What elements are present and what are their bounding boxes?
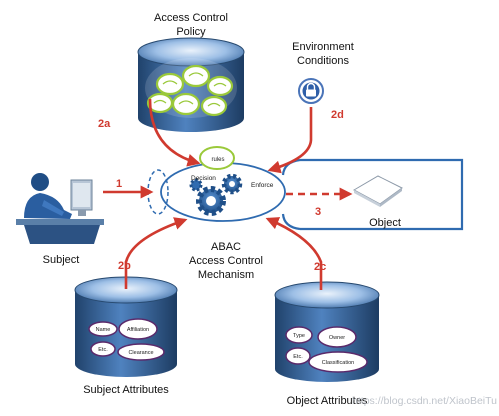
subject-attr-etc: Etc. [98,347,108,353]
abac-label-line2: Access Control [189,255,263,267]
object-attr-oval [317,326,357,348]
policy-label-line1: Access Control [154,12,228,24]
subject-attributes-db: Name Affiliation Etc. Clearance [74,276,178,377]
step-2c-label: 2c [314,261,326,273]
step-2b-label: 2b [118,260,131,272]
abac-mechanism: rules Decision Enforce [147,146,286,222]
policy-label-line2: Policy [176,26,206,38]
enforce-label: Enforce [251,182,274,189]
policy-rule-icons [146,64,234,117]
object-attr-oval [308,351,368,373]
abac-label-line3: Mechanism [198,269,254,281]
subject-label: Subject [43,254,80,266]
step-2d-label: 2d [331,109,344,121]
object-attributes-db: Type Owner Etc. Classification [274,281,380,382]
subject-attr-oval [117,343,165,361]
step-2a-label: 2a [98,118,111,130]
rules-label: rules [211,157,224,163]
object-attr-type: Type [293,333,305,339]
step-3-label: 3 [315,206,321,218]
subject-attributes-label: Subject Attributes [83,384,169,396]
abac-label-line1: ABAC [211,241,241,253]
env-label-line1: Environment [292,41,354,53]
small-gear-icon [189,178,203,192]
subject-attr-name: Name [96,327,111,333]
subject-user-icon [16,173,104,244]
object-attr-oval [285,347,311,365]
object-attr-owner: Owner [329,335,345,341]
environment-lock-icon [298,78,324,104]
access-control-policy-db [137,37,245,132]
arrow-2a [148,98,201,167]
subject-attr-affiliation: Affiliation [127,327,149,333]
decision-label: Decision [191,175,216,182]
subject-attr-oval [90,341,116,357]
object-document-icon [352,175,403,207]
object-attributes-label: Object Attributes [287,395,368,407]
watermark-text: https://blog.csdn.net/XiaoBeiTu [352,395,497,407]
decision-gear-icon [196,186,226,216]
object-attr-etc: Etc. [293,354,303,360]
object-attr-oval [285,326,313,344]
env-label-line2: Conditions [297,55,349,67]
arrow-2d [267,107,313,174]
object-attr-classification: Classification [322,360,354,366]
enforce-gear-icon [221,173,243,195]
arrow-2b [124,217,188,289]
subject-attr-oval [118,318,158,340]
subject-attr-oval [88,321,118,337]
step-1-label: 1 [116,178,122,190]
object-label: Object [369,217,401,229]
subject-attr-clearance: Clearance [128,350,153,356]
arrow-2c [265,217,323,290]
